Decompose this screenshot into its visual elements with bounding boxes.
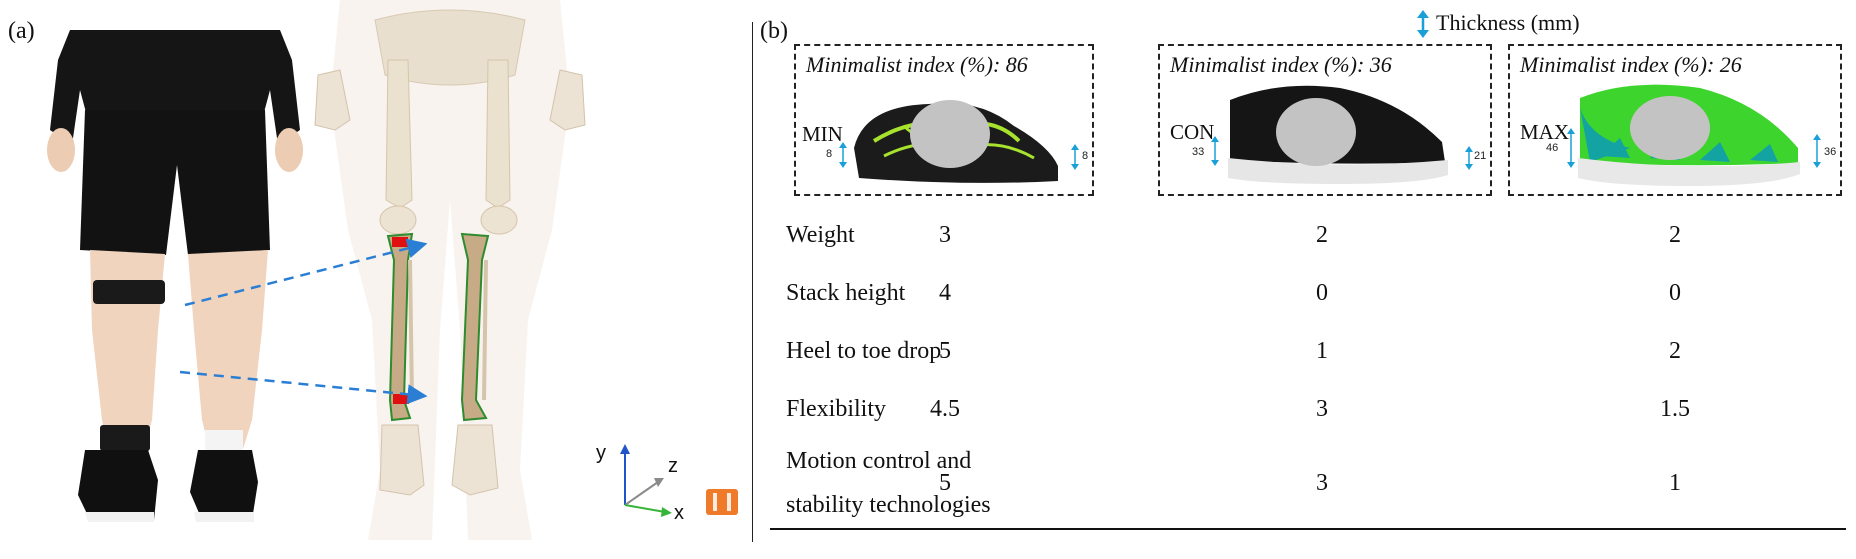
heel-thickness-con: 33 — [1192, 146, 1205, 158]
arrow-knee — [184, 238, 428, 307]
face-blur-circle — [910, 100, 990, 168]
shoe-image-max — [1578, 84, 1800, 186]
left-hand — [47, 128, 75, 172]
cell-drop-con: 1 — [1316, 338, 1328, 364]
ankle-strap — [100, 425, 150, 451]
cell-motion-max: 1 — [1669, 470, 1681, 496]
cell-flex-max: 1.5 — [1660, 396, 1690, 422]
cell-motion-con: 3 — [1316, 470, 1328, 496]
shoe-box-max: Minimalist index (%): 26 MAX 46 36 — [1508, 44, 1842, 196]
legend-text: Thickness (mm) — [1436, 10, 1580, 35]
right-tibia — [460, 232, 490, 422]
double-arrow-icon — [1417, 10, 1429, 38]
thickness-legend: Thickness (mm) — [1416, 8, 1836, 38]
skeleton-illustration — [314, 0, 586, 540]
panel-divider — [752, 22, 753, 542]
shoe-characteristics-table: Weight 3 2 2 Stack height 4 0 0 Heel to … — [760, 200, 1856, 540]
sensor-proximal — [392, 237, 408, 247]
cell-drop-min: 5 — [939, 338, 951, 364]
toe-thickness-min: 8 — [1082, 150, 1089, 162]
row-label-stack-height: Stack height — [786, 280, 906, 306]
cell-stack-con: 0 — [1316, 280, 1328, 306]
left-shoe — [78, 450, 158, 520]
cell-weight-con: 2 — [1316, 222, 1328, 248]
cell-drop-max: 2 — [1669, 338, 1681, 364]
y-axis-label: y — [596, 442, 606, 464]
panel-b: (b) Thickness (mm) Minimalist index (%):… — [760, 0, 1856, 559]
shoe-image-min — [854, 100, 1058, 183]
table-bottom-rule — [770, 528, 1846, 530]
shorts — [80, 110, 270, 255]
row-label-drop: Heel to toe drop — [786, 338, 942, 364]
arrow-ankle — [179, 370, 428, 405]
heel-thickness-min: 8 — [826, 148, 833, 160]
panel-a: (a) — [0, 0, 750, 559]
coordinate-axes — [620, 444, 672, 517]
minimalist-index-min: Minimalist index (%): 86 — [806, 52, 1028, 77]
panel-a-label: (a) — [8, 18, 35, 44]
toe-thickness-con: 21 — [1474, 150, 1487, 162]
shoe-box-min: Minimalist index (%): 86 MIN 8 8 — [794, 44, 1094, 196]
face-blur-circle — [1630, 96, 1710, 160]
heel-thickness-arrow-max — [1567, 128, 1575, 168]
x-axis-label: x — [674, 502, 684, 524]
panel-b-label: (b) — [760, 18, 788, 44]
z-axis-line — [624, 481, 659, 506]
participant-photo — [47, 30, 303, 522]
heel-thickness-arrow-con — [1211, 136, 1219, 166]
cell-stack-max: 0 — [1669, 280, 1681, 306]
x-axis-line — [624, 504, 666, 513]
placement-arrows — [179, 238, 428, 405]
shoe-tag-max: MAX — [1520, 120, 1570, 144]
sock — [205, 430, 243, 452]
toe-thickness-max: 36 — [1824, 146, 1837, 158]
toe-thickness-arrow-con — [1465, 146, 1473, 170]
cell-flex-con: 3 — [1316, 396, 1328, 422]
heel-thickness-max: 46 — [1546, 142, 1559, 154]
shoe-tag-con: CON — [1170, 120, 1215, 144]
face-blur-circle — [1276, 98, 1356, 166]
right-hand — [275, 128, 303, 172]
shoe-tag-min: MIN — [802, 122, 843, 146]
minimalist-index-con: Minimalist index (%): 36 — [1170, 52, 1392, 77]
row-label-motion-control-line1: Motion control and — [786, 448, 972, 474]
right-leg — [188, 250, 268, 452]
heel-thickness-arrow-min — [839, 142, 847, 168]
cell-motion-min: 5 — [939, 470, 951, 496]
row-label-flexibility: Flexibility — [786, 396, 887, 422]
row-label-motion-control-line2: stability technologies — [786, 492, 991, 518]
knee-strap — [93, 280, 165, 304]
shoe-image-con — [1228, 85, 1448, 184]
row-label-weight: Weight — [786, 222, 855, 248]
toe-thickness-arrow-max — [1813, 134, 1821, 168]
cell-flex-min: 4.5 — [930, 396, 960, 422]
right-shoe — [190, 450, 258, 520]
z-axis-label: z — [668, 455, 678, 477]
sensor-distal — [393, 394, 409, 404]
cell-weight-max: 2 — [1669, 222, 1681, 248]
cell-weight-min: 3 — [939, 222, 951, 248]
shoe-box-con: Minimalist index (%): 36 CON 33 21 — [1158, 44, 1492, 196]
minimalist-index-max: Minimalist index (%): 26 — [1520, 52, 1742, 77]
imu-sensor-icon — [706, 489, 738, 515]
toe-thickness-arrow-min — [1071, 144, 1079, 170]
cell-stack-min: 4 — [939, 280, 951, 306]
